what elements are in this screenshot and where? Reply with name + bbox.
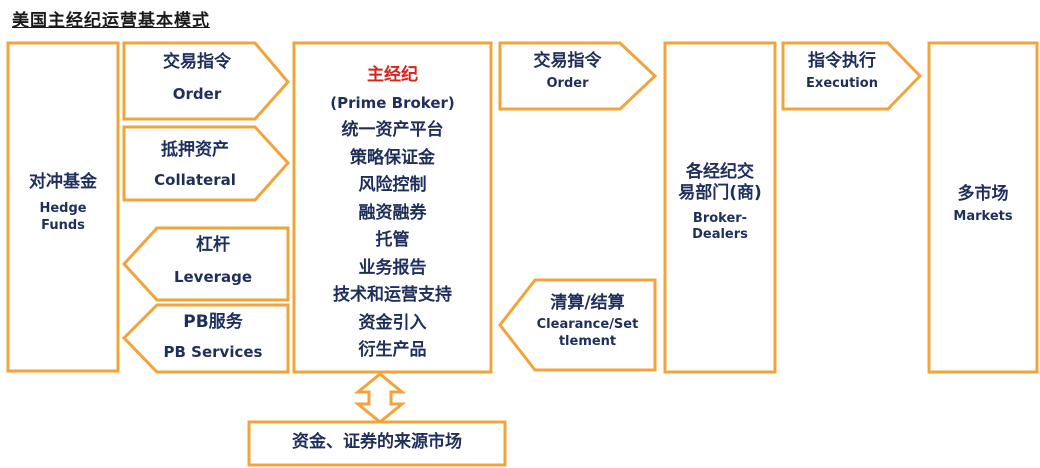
- source-market-label: 资金、证券的来源市场: [292, 432, 462, 452]
- prime-broker-service-item: 业务报告: [358, 257, 427, 278]
- collateral-en: Collateral: [154, 171, 236, 190]
- leverage-arrow-label: 杠杆 Leverage: [142, 235, 284, 287]
- order-mid-zh: 交易指令: [533, 51, 602, 71]
- pb-services-arrow-shape: [121, 303, 290, 374]
- execution-arrow-shape: [781, 41, 923, 111]
- prime-broker-service-item: 资金引入: [358, 312, 427, 333]
- order-zh: 交易指令: [163, 52, 231, 72]
- broker-dealers-label: 各经纪交 易部门(商) Broker- Dealers: [665, 162, 775, 243]
- clearance-en-2: tlement: [558, 333, 617, 349]
- order-en: Order: [172, 85, 222, 104]
- broker-dealers-box: [663, 41, 777, 374]
- pb-services-en: PB Services: [163, 343, 263, 362]
- prime-broker-service-item: 统一资产平台: [341, 120, 444, 140]
- diagram-title: 美国主经纪运营基本模式: [12, 11, 210, 31]
- clearance-arrow-shape: [498, 278, 657, 372]
- prime-broker-en: (Prime Broker): [330, 93, 455, 112]
- hedge-funds-label: 对冲基金 Hedge Funds: [8, 172, 118, 234]
- hedge-funds-en-1: Hedge: [39, 201, 87, 217]
- leverage-zh: 杠杆: [196, 235, 230, 255]
- markets-label: 多市场 Markets: [929, 184, 1037, 226]
- markets-zh: 多市场: [957, 184, 1009, 204]
- clearance-arrow-label: 清算/结算 Clearance/Set tlement: [520, 293, 655, 350]
- prime-broker-label: 主经纪 (Prime Broker) 统一资产平台策略保证金风险控制融资融券托管…: [294, 62, 491, 365]
- source-market-box: [247, 420, 507, 467]
- prime-broker-service-item: 策略保证金: [350, 147, 435, 168]
- clearance-en-1: Clearance/Set: [536, 317, 639, 333]
- execution-arrow-label: 指令执行 Execution: [783, 51, 901, 93]
- order-arrow-label: 交易指令 Order: [128, 52, 266, 104]
- clearance-zh: 清算/结算: [550, 293, 625, 313]
- broker-dealers-zh-2: 易部门(商): [678, 183, 762, 204]
- collateral-zh: 抵押资产: [161, 140, 229, 160]
- order-mid-en: Order: [546, 76, 589, 92]
- hedge-funds-en-2: Funds: [41, 217, 85, 233]
- order-mid-arrow-shape: [498, 41, 658, 111]
- hedge-funds-zh: 对冲基金: [29, 172, 97, 192]
- prime-broker-service-item: 融资融券: [358, 202, 427, 223]
- leverage-arrow-shape: [121, 226, 290, 302]
- markets-box: [927, 41, 1039, 374]
- pb-services-zh: PB服务: [183, 312, 243, 332]
- prime-broker-service-item: 托管: [375, 230, 410, 250]
- pb-services-arrow-label: PB服务 PB Services: [142, 312, 284, 362]
- broker-dealers-zh-1: 各经纪交: [686, 162, 754, 182]
- prime-broker-zh: 主经纪: [367, 65, 418, 85]
- collateral-arrow-shape: [122, 125, 291, 202]
- leverage-en: Leverage: [173, 268, 253, 287]
- order-mid-arrow-label: 交易指令 Order: [500, 51, 635, 93]
- hedge-funds-box: [6, 41, 120, 373]
- broker-dealers-en-1: Broker-: [692, 210, 748, 226]
- prime-broker-service-item: 技术和运营支持: [333, 285, 452, 305]
- broker-dealers-en-2: Dealers: [692, 226, 748, 242]
- collateral-arrow-label: 抵押资产 Collateral: [124, 140, 266, 190]
- double-arrow-shape: [353, 372, 407, 424]
- prime-broker-service-item: 风险控制: [358, 175, 427, 195]
- execution-zh: 指令执行: [808, 51, 876, 71]
- execution-en: Execution: [806, 76, 878, 92]
- prime-broker-services: 统一资产平台策略保证金风险控制融资融券托管业务报告技术和运营支持资金引入衍生产品: [294, 117, 491, 365]
- markets-en: Markets: [953, 209, 1013, 225]
- order-arrow-shape: [122, 41, 290, 121]
- prime-broker-service-item: 衍生产品: [358, 340, 427, 360]
- prime-broker-box: [292, 41, 493, 374]
